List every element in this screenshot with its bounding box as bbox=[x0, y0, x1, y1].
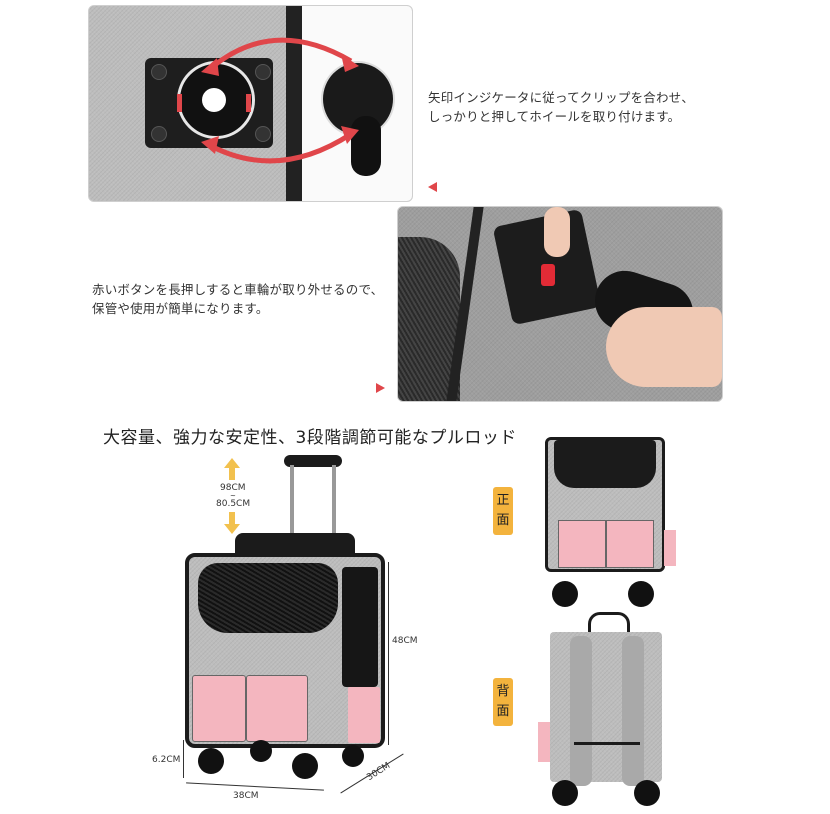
wheel bbox=[552, 581, 578, 607]
handle-pole-left bbox=[290, 465, 294, 540]
carrier-body bbox=[550, 632, 662, 782]
feature-title: 大容量、強力な安定性、3段階調節可能なプルロッド bbox=[103, 428, 517, 448]
mount-center bbox=[202, 88, 226, 112]
front-view-badge: 正 面 bbox=[493, 487, 513, 535]
wheel bbox=[342, 745, 364, 767]
pink-pocket-left bbox=[192, 675, 246, 742]
chest-strap bbox=[574, 742, 640, 745]
pet-carrier-front-view bbox=[540, 425, 680, 615]
side-bottle-pocket bbox=[664, 530, 676, 566]
badge-char: 背 bbox=[496, 684, 510, 699]
screw-icon bbox=[255, 126, 271, 142]
top-flap bbox=[554, 440, 656, 488]
finger bbox=[544, 207, 570, 257]
handle-pole-right bbox=[332, 465, 336, 540]
side-bottle-pocket bbox=[538, 722, 550, 762]
badge-char: 正 bbox=[496, 493, 510, 508]
wheel bbox=[292, 753, 318, 779]
wheel bbox=[634, 780, 660, 806]
handle-height-min: 80.5CM bbox=[216, 499, 251, 509]
front-mesh-window bbox=[198, 563, 338, 633]
wheel bbox=[250, 740, 272, 762]
shoulder-strap-left bbox=[570, 636, 592, 786]
badge-char: 面 bbox=[496, 704, 510, 719]
pet-carrier-back-view bbox=[530, 612, 680, 812]
caption-line: 赤いボタンを長押しすると車輪が取り外せるので、 bbox=[92, 282, 384, 297]
wheel-release-photo bbox=[397, 206, 723, 402]
pink-pocket-left bbox=[558, 520, 606, 568]
hand bbox=[606, 307, 722, 387]
wheel-mount-photo bbox=[88, 5, 413, 202]
pink-pocket-right bbox=[606, 520, 654, 568]
pet-carrier-main bbox=[180, 455, 400, 785]
down-arrow-icon bbox=[224, 512, 240, 534]
pink-pocket-right bbox=[246, 675, 308, 742]
caption-line: 矢印インジケータに従ってクリップを合わせ、 bbox=[428, 90, 695, 105]
shoulder-strap-right bbox=[622, 636, 644, 786]
height-dimension-label: 48CM bbox=[392, 636, 418, 646]
triangle-marker-icon bbox=[376, 383, 385, 393]
back-view-badge: 背 面 bbox=[493, 678, 513, 726]
zipper bbox=[286, 6, 302, 201]
badge-char: 面 bbox=[496, 513, 510, 528]
red-indicator-left bbox=[177, 94, 182, 112]
wheel bbox=[552, 780, 578, 806]
caption-line: しっかりと押してホイールを取り付けます。 bbox=[428, 109, 681, 124]
handle-top bbox=[284, 455, 342, 467]
handle-height-sep: ~ bbox=[230, 492, 236, 500]
screw-icon bbox=[151, 126, 167, 142]
alignment-arrows-icon bbox=[201, 37, 359, 164]
wheel-release-caption: 赤いボタンを長押しすると車輪が取り外せるので、 保管や使用が簡単になります。 bbox=[92, 280, 383, 318]
red-indicator-right bbox=[246, 94, 251, 112]
wheel bbox=[628, 581, 654, 607]
wheel bbox=[198, 748, 224, 774]
up-arrow-icon bbox=[224, 458, 240, 480]
wheel-height-label: 6.2CM bbox=[152, 755, 181, 765]
triangle-marker-icon bbox=[428, 182, 437, 192]
caption-line: 保管や使用が簡単になります。 bbox=[92, 301, 269, 316]
wheel-mount-caption: 矢印インジケータに従ってクリップを合わせ、 しっかりと押してホイールを取り付けま… bbox=[428, 88, 694, 126]
top-handle bbox=[588, 612, 630, 635]
wheel bbox=[351, 116, 381, 176]
side-bottle-pocket bbox=[348, 687, 380, 743]
red-release-button bbox=[541, 264, 555, 286]
handle-height-max: 98CM bbox=[220, 483, 246, 493]
height-dimension-line bbox=[388, 562, 389, 745]
screw-icon bbox=[151, 64, 167, 80]
wheel-height-line bbox=[183, 740, 184, 778]
screw-icon bbox=[255, 64, 271, 80]
side-mesh-window bbox=[342, 567, 378, 687]
width-dimension-label: 38CM bbox=[233, 791, 259, 801]
